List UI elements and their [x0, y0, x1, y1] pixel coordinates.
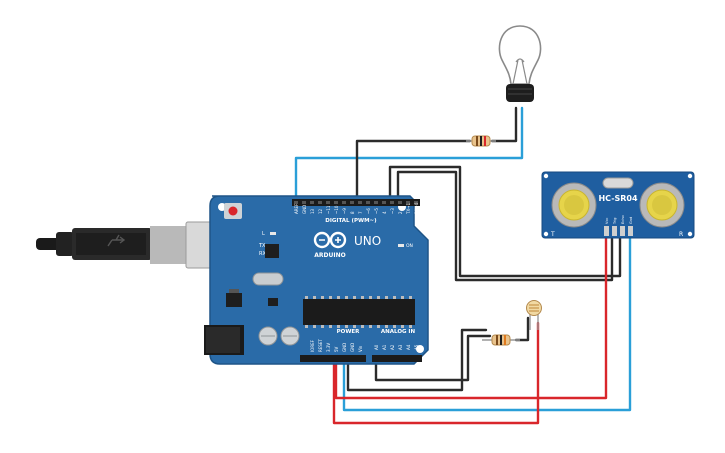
wire-black-resistor-bulb[interactable] — [490, 106, 518, 143]
resistor-ldr[interactable] — [482, 334, 520, 346]
svg-text:GND: GND — [342, 343, 347, 352]
wire-black-echo[interactable] — [396, 170, 614, 282]
wire-blue-bulb[interactable] — [294, 106, 524, 205]
svg-text:A5: A5 — [414, 344, 419, 350]
resistor-bulb[interactable] — [466, 135, 496, 147]
digital-header-pins — [294, 201, 418, 204]
svg-text:~9: ~9 — [342, 208, 347, 214]
power-pin-labels: IOREF RESET 3.3V 5V GND GND Vin — [310, 339, 363, 352]
analog-header — [372, 355, 422, 362]
analog-pin-labels: A0 A1 A2 A3 A4 A5 — [374, 344, 419, 350]
wires — [294, 106, 632, 425]
sensor-crystal — [602, 177, 634, 189]
arduino-board[interactable]: DIGITAL (PWM~) AREF GND 13 12 ~11 ~10 ~9… — [204, 195, 429, 365]
svg-text:Gnd: Gnd — [629, 217, 633, 224]
board-model: UNO — [354, 234, 381, 248]
wire-black-trig[interactable] — [388, 165, 622, 278]
wire-black-a0[interactable] — [374, 334, 492, 382]
transducer-t — [551, 182, 597, 228]
sensor-pin-labels: Vcc Trig Echo Gnd — [605, 215, 633, 225]
svg-text:A0: A0 — [374, 344, 379, 350]
digital-pin-labels: AREF GND 13 12 ~11 ~10 ~9 8 7 ~6 ~5 4 ~3… — [294, 202, 419, 215]
wire-blue-sensor-gnd[interactable] — [342, 234, 632, 412]
svg-text:4: 4 — [382, 211, 387, 214]
wire-black-bulb[interactable] — [355, 139, 472, 205]
wire-red-ldr[interactable] — [332, 321, 540, 425]
arduino-logo: ARDUINO — [313, 231, 347, 259]
analog-header-label: ANALOG IN — [381, 329, 416, 335]
svg-text:~5: ~5 — [374, 208, 379, 214]
sensor-label-r: R — [679, 231, 683, 238]
svg-text:~10: ~10 — [334, 205, 339, 214]
svg-text:3.3V: 3.3V — [326, 343, 331, 352]
transducer-r — [639, 182, 685, 228]
svg-text:12: 12 — [318, 208, 323, 214]
ultrasonic-sensor[interactable]: HC-SR04 T R Vcc Trig Echo Gnd — [541, 171, 695, 239]
digital-header — [292, 199, 420, 206]
voltage-regulator — [226, 293, 242, 307]
wire-black-ldr-junction[interactable] — [514, 316, 530, 342]
wire-black-ldr-gnd[interactable] — [346, 328, 488, 392]
on-led-label: ON — [406, 243, 413, 249]
light-bulb[interactable] — [498, 25, 542, 102]
sensor-label-t: T — [550, 231, 555, 238]
svg-text:A3: A3 — [398, 344, 403, 350]
svg-text:Echo: Echo — [621, 215, 625, 224]
atmega-chip — [303, 299, 415, 325]
svg-text:Trig: Trig — [613, 218, 617, 225]
svg-text:RESET: RESET — [318, 339, 323, 352]
svg-text:A4: A4 — [406, 344, 411, 350]
arduino-logo-text: ARDUINO — [314, 252, 345, 259]
svg-text:~6: ~6 — [366, 208, 371, 214]
svg-text:A1: A1 — [382, 344, 387, 350]
wire-red-sensor-vcc[interactable] — [334, 234, 608, 400]
digital-header-label: DIGITAL (PWM~) — [325, 218, 377, 224]
led-l-label: L — [262, 231, 265, 237]
usb-chip — [265, 244, 279, 258]
svg-text:GND: GND — [350, 343, 355, 352]
power-header-label: POWER — [337, 329, 361, 335]
led-tx-label: TX — [258, 243, 266, 249]
crystal — [252, 272, 284, 286]
sensor-name: HC-SR04 — [598, 194, 638, 203]
svg-text:IOREF: IOREF — [310, 339, 315, 352]
svg-text:~3: ~3 — [390, 208, 395, 214]
svg-text:RX←0: RX←0 — [414, 202, 419, 214]
svg-text:TX→1: TX→1 — [406, 202, 411, 215]
svg-text:13: 13 — [310, 208, 315, 214]
svg-text:7: 7 — [358, 211, 363, 214]
reset-button[interactable] — [224, 203, 242, 219]
capacitors — [258, 326, 300, 346]
svg-text:8: 8 — [350, 211, 355, 214]
svg-text:GND: GND — [302, 205, 307, 214]
sensor-pins — [604, 226, 633, 236]
svg-text:2: 2 — [398, 211, 403, 214]
svg-text:Vcc: Vcc — [605, 218, 609, 224]
svg-text:AREF: AREF — [294, 203, 299, 214]
led-rx-label: RX — [259, 251, 266, 257]
svg-text:A2: A2 — [390, 344, 395, 350]
photoresistor[interactable] — [526, 300, 542, 331]
power-header — [300, 355, 366, 362]
svg-text:Vin: Vin — [358, 345, 363, 352]
svg-text:5V: 5V — [334, 346, 339, 352]
svg-text:~11: ~11 — [326, 205, 331, 214]
